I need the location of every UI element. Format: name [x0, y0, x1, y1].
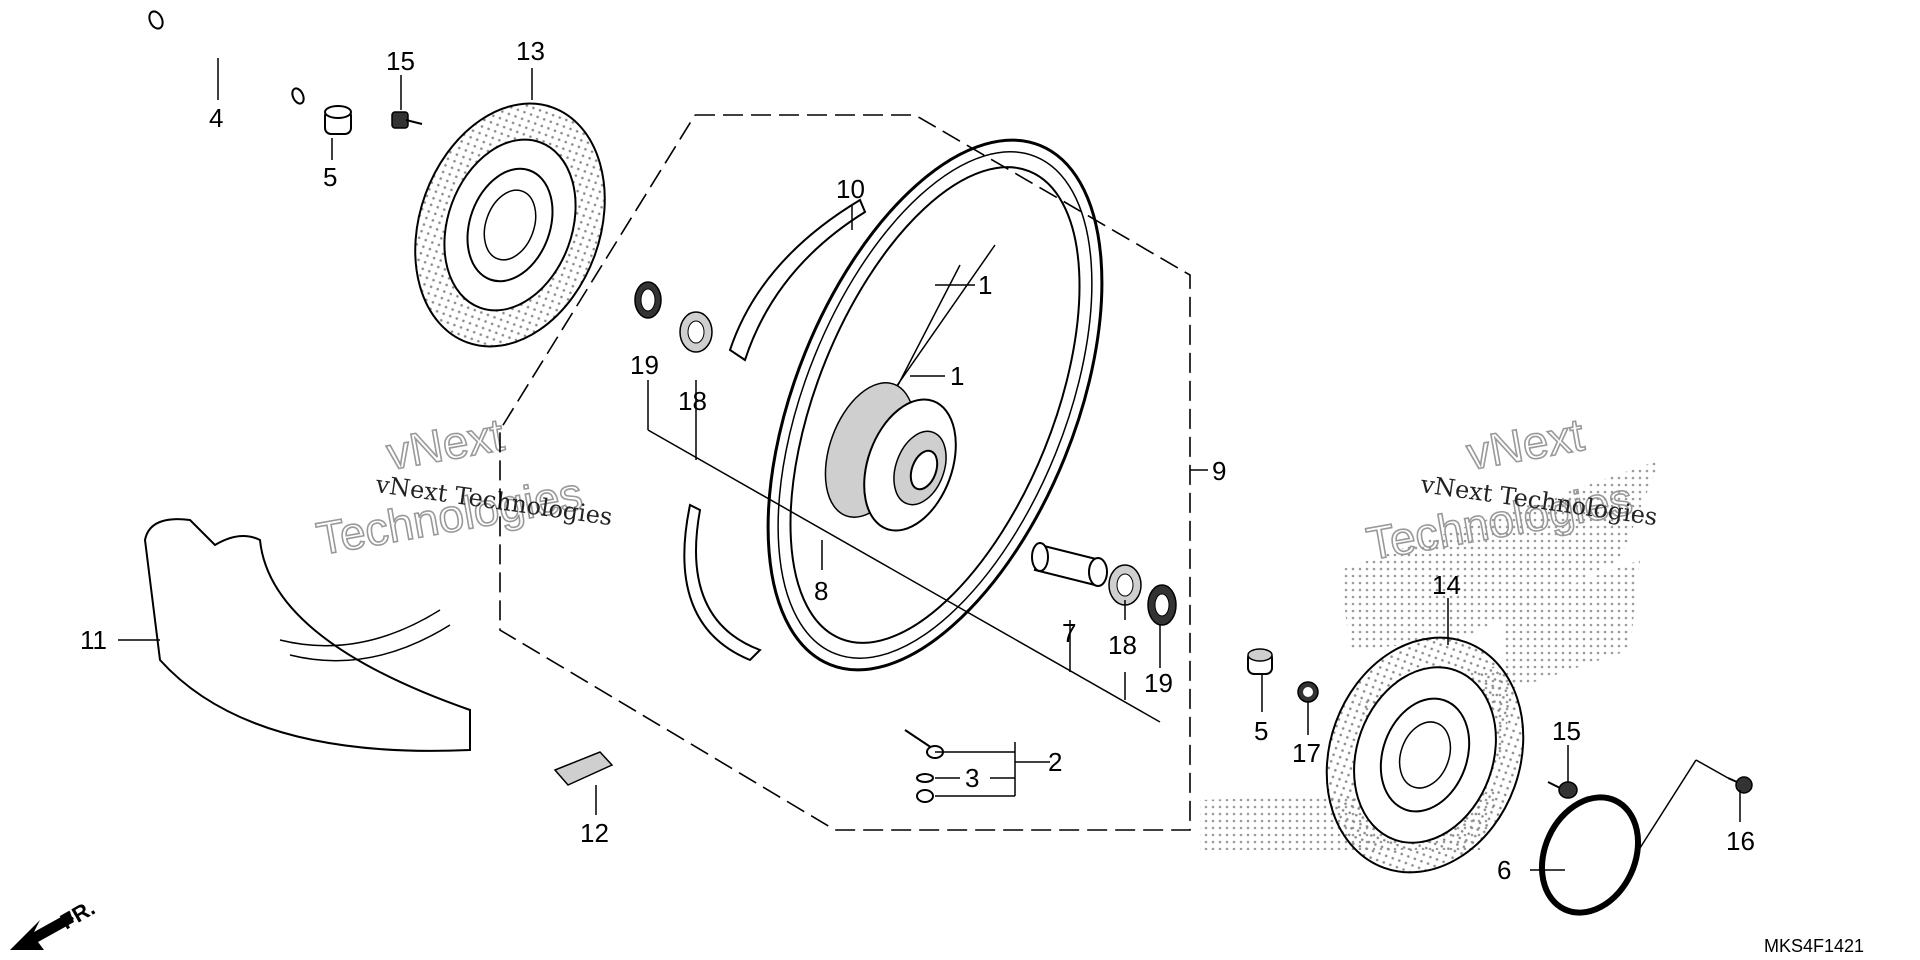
bearing-18-right	[1108, 564, 1142, 606]
callout-6: 6	[1497, 855, 1511, 885]
callout-7: 7	[1062, 618, 1076, 648]
oil-seal-19-left	[634, 281, 662, 319]
bolt-15-top	[391, 111, 423, 129]
watermark-left: vNext Technologies vNext Technologies	[312, 407, 614, 565]
callout-11: 11	[80, 625, 107, 655]
callout-16: 16	[1726, 826, 1755, 856]
watermark-big-3: vNext	[1463, 408, 1588, 480]
nut-17	[1297, 681, 1319, 703]
collar-5-top	[324, 105, 352, 135]
callout-14: 14	[1432, 570, 1461, 600]
callout-2: 2	[1048, 747, 1062, 777]
distance-collar-7	[1031, 542, 1108, 587]
spoke	[879, 244, 996, 411]
callout-3: 3	[965, 763, 979, 793]
callout-5b: 5	[1254, 716, 1268, 746]
callout-8: 8	[814, 576, 828, 606]
leader-lines	[595, 205, 1741, 871]
callout-9: 9	[1212, 456, 1226, 486]
pulser-ring-6	[1538, 794, 1642, 916]
callout-13: 13	[516, 36, 545, 66]
tire-11	[143, 518, 471, 752]
axle	[148, 10, 305, 105]
callout-12: 12	[580, 818, 609, 848]
callout-10: 10	[836, 174, 865, 204]
callout-19b: 19	[1144, 668, 1173, 698]
bolt-15-right	[1547, 781, 1578, 799]
callout-5a: 5	[323, 162, 337, 192]
callout-1a: 1	[978, 270, 992, 300]
assembly-boundary	[499, 114, 1191, 831]
oil-seal-19-right	[1147, 584, 1177, 626]
callout-19a: 19	[630, 350, 659, 380]
rim-band-12	[553, 751, 614, 786]
bolt-16	[1727, 776, 1753, 794]
callout-17: 17	[1292, 738, 1321, 768]
brake-disc-13	[414, 102, 606, 348]
callout-15b: 15	[1552, 716, 1581, 746]
collar-5-right	[1247, 648, 1273, 675]
callout-18a: 18	[678, 386, 707, 416]
watermark-big-1: vNext	[383, 408, 508, 480]
front-direction-arrow: FR.	[10, 895, 99, 950]
bearing-18-left	[679, 311, 713, 353]
diagram-code: MKS4F1421	[1764, 936, 1864, 956]
valve-stem	[904, 729, 944, 803]
wheel-hub	[824, 382, 957, 532]
callout-1b: 1	[950, 361, 964, 391]
callout-15a: 15	[386, 46, 415, 76]
brake-disc-14	[1325, 636, 1525, 874]
callout-18b: 18	[1108, 630, 1137, 660]
callout-labels: 1 1 2 3 4 5 5 6 7 8 9 10 11 12 13 14 15 …	[80, 36, 1755, 885]
callout-4: 4	[209, 103, 223, 133]
fr-label: FR.	[56, 895, 99, 934]
rim-strip	[683, 503, 762, 662]
